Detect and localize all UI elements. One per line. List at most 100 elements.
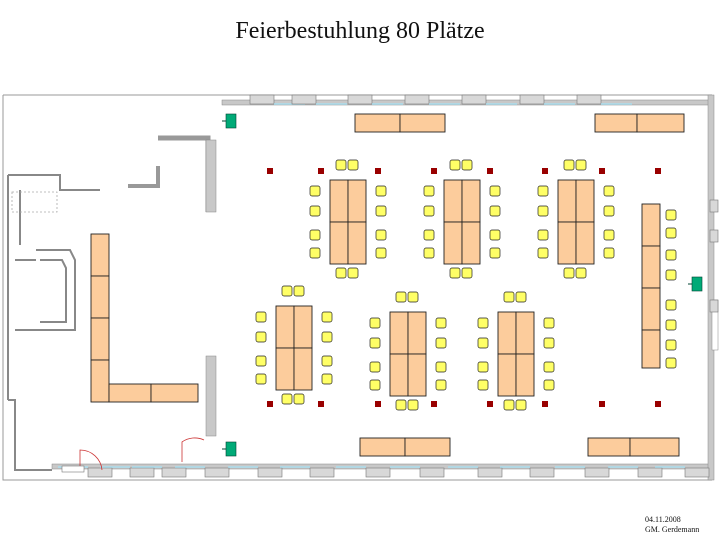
table [594, 113, 638, 133]
window-pier [684, 467, 710, 478]
chair [423, 185, 435, 197]
window-pier [637, 467, 663, 478]
table-segment [329, 179, 349, 223]
chair [395, 291, 407, 303]
table [587, 437, 631, 457]
column-marker [599, 401, 605, 407]
chairs [255, 159, 677, 411]
window-pier [161, 467, 187, 478]
walls [2, 94, 719, 481]
plan-title: Feierbestuhlung 80 Plätze [235, 18, 485, 44]
chair [515, 399, 527, 411]
chair [309, 185, 321, 197]
column-marker [431, 401, 437, 407]
table [90, 275, 110, 319]
chair [293, 285, 305, 297]
wall-line [2, 95, 712, 481]
chair [375, 247, 387, 259]
table-segment [515, 353, 535, 397]
chair [537, 205, 549, 217]
column-marker [655, 401, 661, 407]
chair [543, 379, 555, 391]
chair [515, 291, 527, 303]
chair [309, 229, 321, 241]
chair [335, 159, 347, 171]
window-pier [291, 94, 317, 105]
table [641, 287, 661, 331]
chair [489, 229, 501, 241]
table-segment [407, 311, 427, 355]
column-markers [267, 168, 661, 407]
chair [255, 355, 267, 367]
window-pier [709, 299, 719, 313]
column-marker [267, 168, 273, 174]
window-pier [529, 467, 555, 478]
exit-sign-bottom-left [225, 441, 237, 457]
chair [321, 373, 333, 385]
table-segment [275, 347, 295, 391]
window-pier [709, 229, 719, 243]
table [90, 359, 110, 403]
chair [575, 159, 587, 171]
window-pier [419, 467, 445, 478]
table [90, 317, 110, 361]
table-segment [293, 347, 313, 391]
chair [449, 267, 461, 279]
column-marker [375, 168, 381, 174]
wall-right [707, 94, 715, 481]
exit-signs [222, 113, 703, 457]
tables [90, 113, 685, 457]
partition-wall [128, 166, 160, 188]
chair [435, 337, 447, 349]
chair [369, 337, 381, 349]
window-pier [477, 467, 503, 478]
footer: 04.11.2008 GM. Gerdemann [645, 515, 699, 535]
chair [537, 229, 549, 241]
chair [407, 291, 419, 303]
chair [543, 361, 555, 373]
chair [375, 205, 387, 217]
chair [369, 379, 381, 391]
chair [369, 361, 381, 373]
chair [321, 355, 333, 367]
chair [449, 159, 461, 171]
chair [665, 357, 677, 369]
chair [603, 185, 615, 197]
annex-door-frame [11, 191, 58, 213]
chair [375, 185, 387, 197]
chair [477, 317, 489, 329]
partition-wall [158, 135, 211, 212]
column-marker [542, 401, 548, 407]
chair [665, 269, 677, 281]
table-segment [557, 179, 577, 223]
chair [255, 331, 267, 343]
column-marker [267, 401, 273, 407]
chair [435, 361, 447, 373]
column-marker [375, 401, 381, 407]
chair [563, 159, 575, 171]
window-pier [709, 199, 719, 213]
chair [423, 247, 435, 259]
window-pier [257, 467, 283, 478]
window-pier [87, 467, 113, 478]
chair [665, 319, 677, 331]
chair [461, 159, 473, 171]
table-segment [497, 353, 517, 397]
column-marker [487, 401, 493, 407]
table [404, 437, 451, 457]
windows [58, 94, 719, 478]
chair [435, 379, 447, 391]
chair [407, 399, 419, 411]
chair [537, 185, 549, 197]
window-pier [519, 94, 545, 105]
table [636, 113, 685, 133]
chair [603, 229, 615, 241]
table [354, 113, 401, 133]
window-pier [365, 467, 391, 478]
window-pier [404, 94, 430, 105]
table-segment [575, 179, 595, 223]
chair [321, 311, 333, 323]
chair [665, 299, 677, 311]
column-marker [599, 168, 605, 174]
chair [309, 205, 321, 217]
